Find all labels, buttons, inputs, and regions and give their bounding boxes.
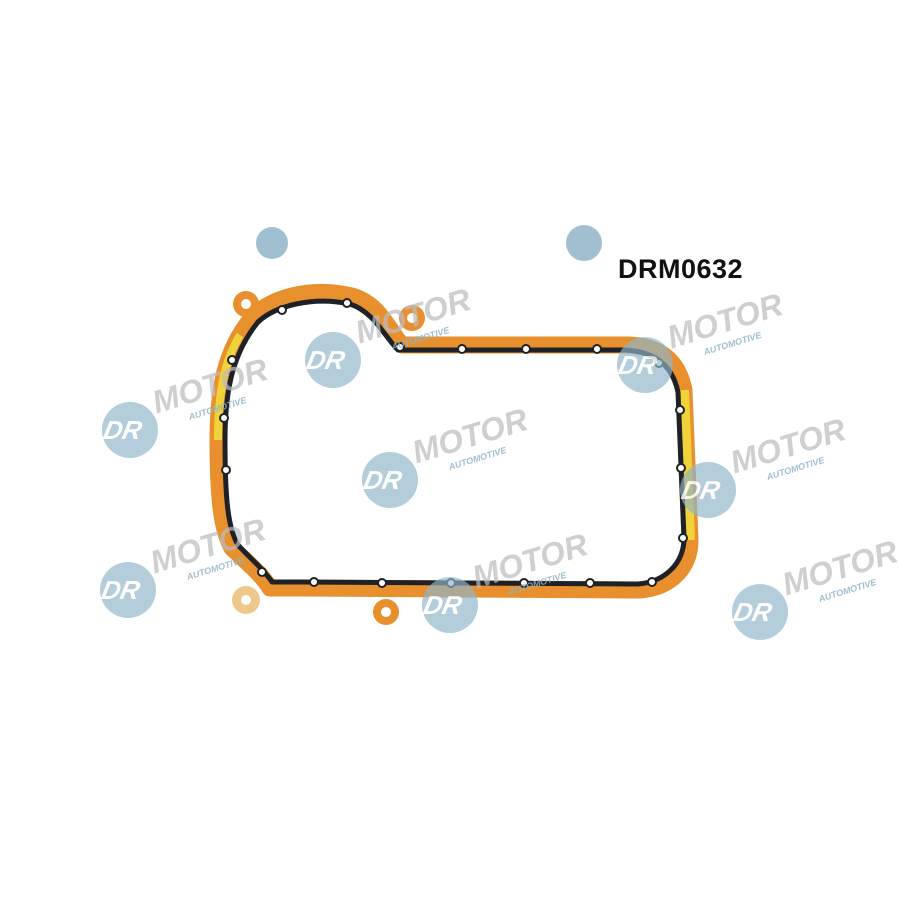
part-number-label: DRM0632 [618, 254, 744, 284]
watermarks [98, 225, 900, 640]
